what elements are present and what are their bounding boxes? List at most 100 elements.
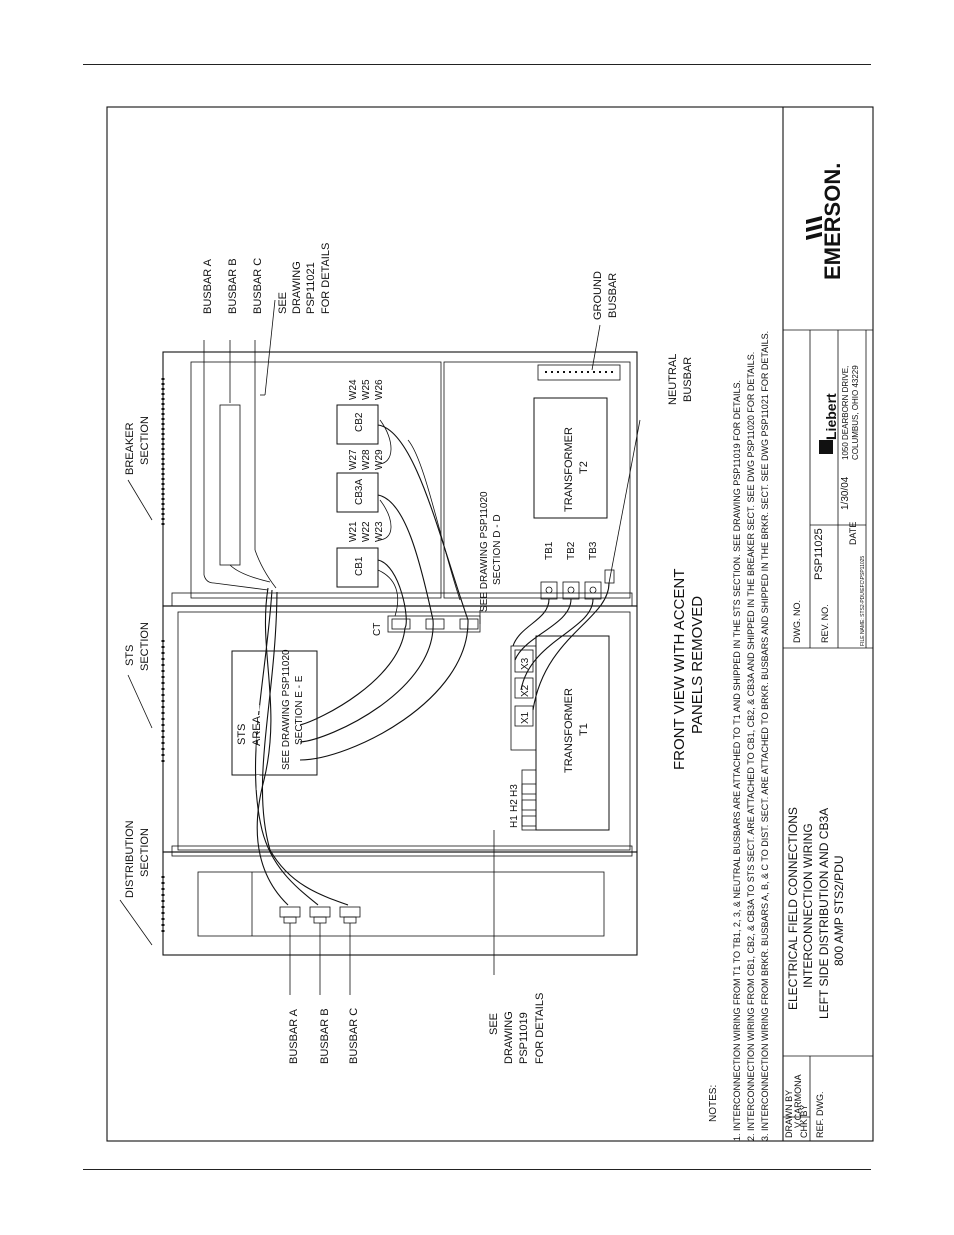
title-line-2: INTERCONNECTION WIRING: [801, 823, 815, 988]
neutral-busbar-2: BUSBAR: [682, 357, 694, 402]
liebert-logo-icon: [819, 440, 833, 454]
ref-dwg-label: REF. DWG.: [815, 1092, 825, 1139]
cb2-wire-1: W24: [348, 379, 359, 400]
tb1-label: TB1: [544, 541, 555, 560]
emerson-logo-icon: [806, 216, 822, 240]
cb1-box: [336, 547, 379, 588]
see-psp11019-4: FOR DETAILS: [534, 993, 546, 1064]
busbar-a-bottom: BUSBAR A: [288, 1008, 300, 1064]
ground-busbar-1: GROUND: [592, 271, 604, 320]
cb3a-wire-1: W27: [348, 449, 359, 470]
notes-heading: NOTES:: [708, 1085, 719, 1122]
busbar-b-top: BUSBAR B: [227, 258, 239, 314]
neutral-busbar-1: NEUTRAL: [667, 354, 679, 405]
transformer-t2: [533, 397, 608, 519]
distribution-section-label-2: SECTION: [139, 828, 151, 877]
busbar-c-bottom: BUSBAR C: [348, 1008, 360, 1064]
t1-label-1: TRANSFORMER: [563, 688, 575, 773]
ground-busbar: [537, 364, 621, 381]
drawn-by-label: DRAWN BY: [784, 1090, 794, 1138]
title-line-1: ELECTRICAL FIELD CONNECTIONS: [786, 807, 800, 1010]
view-title-1: FRONT VIEW WITH ACCENT: [671, 569, 688, 770]
liebert-logo-text: Liebert: [823, 393, 839, 440]
cb3a-wire-3: W29: [374, 449, 385, 470]
see-psp11019-3: PSP11019: [518, 1012, 530, 1064]
distribution-connectors: [279, 906, 361, 995]
ground-busbar-2: BUSBAR: [607, 273, 619, 318]
cables: [254, 299, 641, 975]
section-dd-2: SECTION D - D: [492, 514, 503, 585]
terminal-h3: H3: [509, 784, 520, 797]
transformer-t1: [535, 635, 610, 831]
distribution-callout: [119, 899, 153, 946]
breaker-section-label-1: BREAKER: [124, 422, 136, 475]
sts-area-2: AREA: [251, 715, 263, 746]
sts-area-1: STS: [236, 724, 248, 745]
breaker-busbars: [203, 340, 277, 591]
terminal-h1: H1: [509, 815, 520, 828]
cb2-wire-3: W26: [374, 379, 385, 400]
cb1-wire-3: W23: [374, 521, 385, 542]
see-psp11021-1: SEE: [277, 292, 289, 314]
dwg-no-value: PSP11025: [813, 528, 825, 580]
cb2-wire-2: W25: [361, 379, 372, 400]
dwg-no-label: DWG. NO.: [792, 600, 802, 643]
distribution-cabinet: [162, 851, 638, 956]
chk-by-label: CHK BY: [799, 1104, 809, 1138]
distribution-inner-panel: [197, 871, 605, 937]
t2-label-2: T2: [578, 461, 590, 474]
drawn-by-value: V.CARMONA: [793, 1074, 803, 1128]
sts-callout: [127, 674, 153, 729]
top-rule: [83, 64, 871, 65]
terminal-x1: X1: [520, 711, 531, 724]
see-psp11021-2: DRAWING: [291, 261, 303, 314]
t1-label-2: T1: [578, 723, 590, 736]
sts-section-label-1: STS: [124, 645, 136, 666]
date-value: 1/30/04: [840, 476, 851, 510]
address-line-1: 1050 DEARBORN DRIVE,: [841, 366, 850, 460]
ct-assembly: [387, 615, 481, 633]
see-psp11021-4: FOR DETAILS: [320, 243, 332, 314]
drawing-border: [106, 106, 874, 1142]
breaker-upper-compartment: [190, 361, 442, 599]
rev-no-label: REV. NO.: [820, 604, 830, 643]
terminal-h2: H2: [509, 799, 520, 812]
section-dd-1: SEE DRAWING PSP11020: [479, 491, 490, 612]
terminal-blocks: [540, 569, 615, 600]
emerson-logo-text: EMERSON.: [820, 163, 845, 280]
breaker-lower-compartment: [443, 361, 631, 599]
cb3a-wire-2: W28: [361, 449, 372, 470]
title-line-3: LEFT SIDE DISTRIBUTION AND CB3A: [817, 808, 831, 1019]
file-name: FILE NAME: STS2-PDU\EFC\PSP11025: [860, 556, 866, 646]
note-2: 2. INTERCONNECTION WIRING FROM CB1, CB2,…: [746, 352, 756, 1141]
busbar-b-bottom: BUSBAR B: [319, 1008, 331, 1064]
sts-area-3: SEE DRAWING PSP11020: [281, 649, 292, 770]
date-label: DATE: [848, 522, 858, 545]
see-psp11021-3: PSP11021: [305, 262, 317, 314]
tb2-label: TB2: [566, 541, 577, 560]
tb3-label: TB3: [588, 541, 599, 560]
see-psp11019-1: SEE: [488, 1013, 500, 1035]
t2-label-1: TRANSFORMER: [563, 427, 575, 512]
title-line-4: 800 AMP STS2/PDU: [832, 856, 846, 967]
note-1: 1. INTERCONNECTION WIRING FROM T1 TO TB1…: [732, 380, 742, 1141]
cb3a-box: [336, 472, 379, 513]
terminal-x3: X3: [520, 657, 531, 670]
cb1-wire-1: W21: [348, 521, 359, 542]
cb3a-label: CB3A: [354, 479, 365, 505]
note-3: 3. INTERCONNECTION WIRING FROM BRKR. BUS…: [760, 331, 770, 1141]
cb2-label: CB2: [354, 412, 365, 432]
breaker-section-label-2: SECTION: [139, 416, 151, 465]
busbar-block: [219, 404, 241, 566]
breaker-callout: [127, 479, 153, 521]
cb2-box: [336, 404, 379, 445]
see-psp11019-2: DRAWING: [503, 1011, 515, 1064]
sts-area-4: SECTION E - E: [294, 675, 305, 745]
bottom-rule: [83, 1169, 871, 1170]
cb1-wire-2: W22: [361, 521, 372, 542]
busbar-a-top: BUSBAR A: [202, 258, 214, 314]
address-line-2: COLUMBUS, OHIO 43229: [851, 365, 860, 460]
sts-area-box: [231, 650, 318, 776]
busbar-c-top: BUSBAR C: [252, 258, 264, 314]
